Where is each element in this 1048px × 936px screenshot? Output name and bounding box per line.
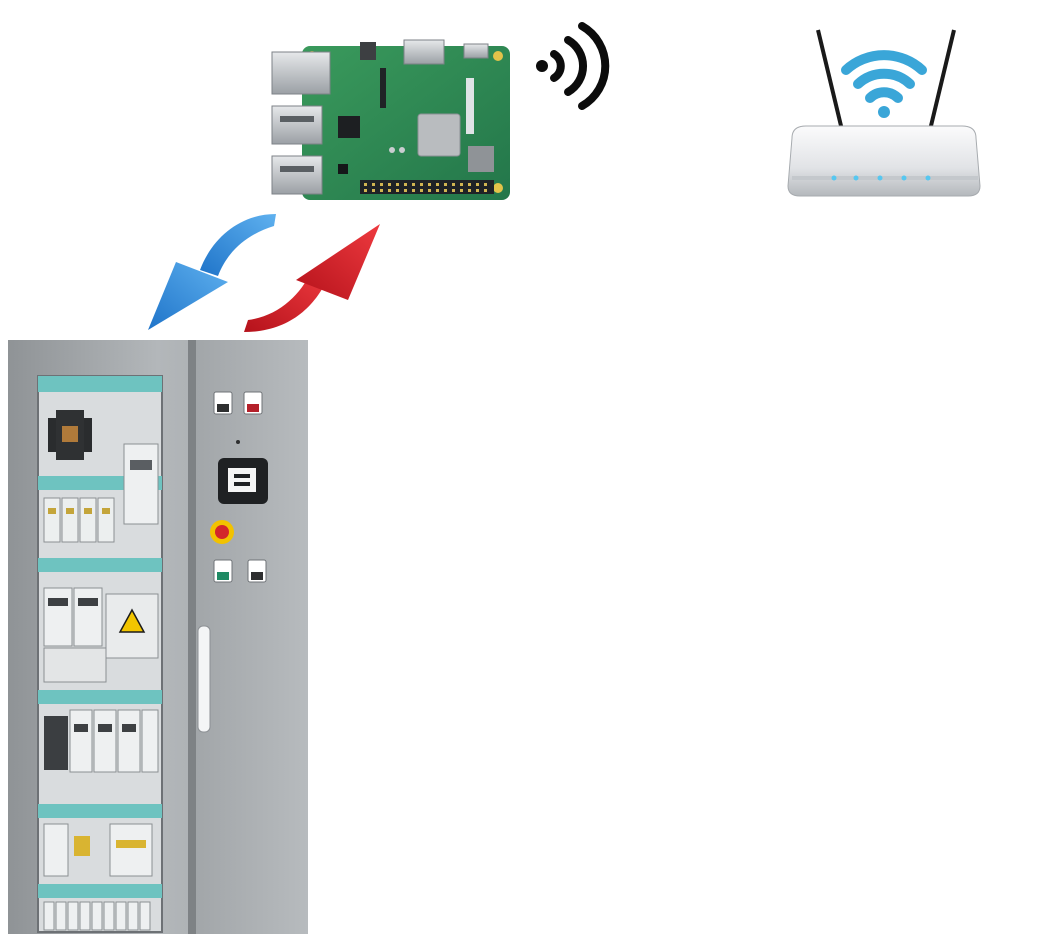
red-curved-arrow-icon [244, 224, 380, 332]
control-cabinet [8, 340, 308, 934]
raspberry-pi-board-icon [271, 39, 510, 200]
raspberry-pi-board [268, 38, 514, 204]
wireless-signal [528, 14, 612, 114]
wifi-router-icon [787, 29, 981, 197]
electrical-control-cabinet-icon [8, 340, 308, 934]
bidirectional-arrows [136, 208, 388, 338]
blue-curved-arrow-icon [148, 214, 276, 330]
wireless-signal-icon [536, 22, 610, 110]
wifi-router [782, 26, 986, 204]
